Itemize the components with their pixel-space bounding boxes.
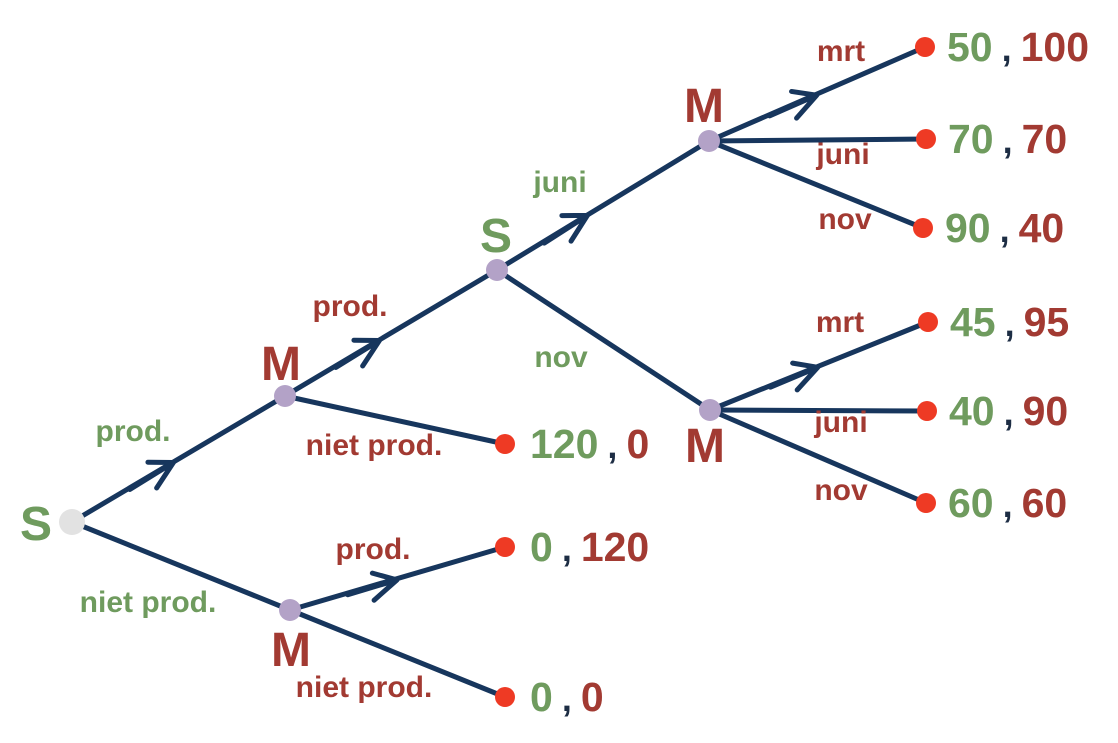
node-label-m-top: M bbox=[684, 80, 724, 133]
payoff-s-value: 40 bbox=[949, 388, 995, 434]
edge-smid-juni bbox=[494, 138, 712, 273]
payoff-120-0: 120,0 bbox=[530, 421, 649, 467]
arrow-icon bbox=[345, 570, 400, 603]
node-label-m-bottom: M bbox=[271, 624, 311, 677]
arrow-icon bbox=[767, 360, 821, 393]
payoff-s-value: 60 bbox=[948, 480, 994, 526]
leaf-dot-90-40 bbox=[913, 218, 933, 238]
edge-label-mbottom-prod: prod. bbox=[336, 533, 411, 566]
payoff-s-value: 120 bbox=[530, 421, 598, 467]
arrow-icon bbox=[541, 212, 590, 246]
payoff-m-value: 40 bbox=[1019, 205, 1065, 251]
payoff-m-value: 70 bbox=[1022, 116, 1068, 162]
payoff-m-value: 120 bbox=[581, 524, 649, 570]
payoff-separator: , bbox=[562, 528, 572, 569]
payoff-separator: , bbox=[1002, 28, 1012, 69]
payoff-0-120: 0,120 bbox=[530, 524, 649, 570]
arrow-icon bbox=[767, 88, 820, 121]
payoff-separator: , bbox=[1000, 209, 1010, 250]
node-label-m-right: M bbox=[685, 420, 725, 473]
edge-label-mright-mrt: mrt bbox=[816, 306, 864, 339]
edge-label-root-prod: prod. bbox=[96, 415, 171, 448]
arrow-icon bbox=[127, 459, 176, 492]
payoff-50-100: 50,100 bbox=[947, 24, 1089, 70]
payoff-40-90: 40,90 bbox=[949, 388, 1068, 434]
edge-label-mtop-juni: juni bbox=[815, 138, 869, 171]
node-m-bottom bbox=[279, 599, 301, 621]
leaf-dot-0-120 bbox=[495, 537, 515, 557]
edge-label-mbottom-niet-prod: niet prod. bbox=[296, 671, 433, 704]
edge-mleft-niet-prod bbox=[282, 393, 508, 447]
payoff-90-40: 90,40 bbox=[945, 205, 1064, 251]
edge-label-mleft-prod: prod. bbox=[313, 290, 388, 323]
edge-label-mtop-mrt: mrt bbox=[817, 35, 865, 68]
payoff-45-95: 45,95 bbox=[950, 299, 1069, 345]
payoff-m-value: 95 bbox=[1024, 299, 1070, 345]
edge-mright-nov bbox=[707, 407, 929, 506]
edge-smid-nov bbox=[494, 267, 713, 413]
edge-mtop-nov bbox=[706, 138, 926, 231]
edge-label-mright-nov: nov bbox=[814, 474, 868, 507]
edge-mright-juni bbox=[707, 407, 930, 414]
payoff-m-value: 0 bbox=[626, 421, 649, 467]
leaf-dot-60-60 bbox=[916, 493, 936, 513]
node-s-root bbox=[59, 509, 85, 535]
node-m-right bbox=[699, 399, 721, 421]
edge-label-root-niet-prod: niet prod. bbox=[80, 586, 217, 619]
payoff-separator: , bbox=[1004, 392, 1014, 433]
leaf-dot-50-100 bbox=[915, 37, 935, 57]
payoff-m-value: 0 bbox=[581, 674, 604, 720]
leaf-dot-45-95 bbox=[918, 312, 938, 332]
payoff-60-60: 60,60 bbox=[948, 480, 1067, 526]
leaf-dot-40-90 bbox=[917, 401, 937, 421]
node-m-left bbox=[274, 385, 296, 407]
leaf-dot-70-70 bbox=[916, 129, 936, 149]
payoff-separator: , bbox=[1003, 120, 1013, 161]
leaf-dot-0-0 bbox=[495, 687, 515, 707]
payoff-70-70: 70,70 bbox=[948, 116, 1067, 162]
payoff-0-0: 0,0 bbox=[530, 674, 604, 720]
payoff-m-value: 60 bbox=[1022, 480, 1068, 526]
payoff-m-value: 90 bbox=[1023, 388, 1069, 434]
edge-label-mright-juni: juni bbox=[813, 406, 867, 439]
edge-mtop-juni bbox=[706, 136, 929, 144]
node-m-top bbox=[698, 130, 720, 152]
edge-label-mtop-nov: nov bbox=[818, 203, 872, 236]
payoff-separator: , bbox=[607, 425, 617, 466]
payoff-s-value: 0 bbox=[530, 524, 553, 570]
edge-mleft-prod bbox=[282, 267, 500, 399]
node-s-mid bbox=[486, 259, 508, 281]
edge-label-smid-juni: juni bbox=[532, 166, 586, 199]
payoff-s-value: 90 bbox=[945, 205, 991, 251]
payoff-s-value: 50 bbox=[947, 24, 993, 70]
payoff-s-value: 45 bbox=[950, 299, 996, 345]
edge-root-niet-prod bbox=[69, 519, 293, 613]
payoff-m-value: 100 bbox=[1021, 24, 1089, 70]
edge-mbottom-niet-prod bbox=[287, 607, 508, 700]
arrow-icon bbox=[333, 337, 382, 370]
node-label-s-mid: S bbox=[480, 210, 512, 263]
edge-label-mleft-niet-prod: niet prod. bbox=[306, 429, 443, 462]
edge-root-prod bbox=[69, 393, 288, 525]
payoff-separator: , bbox=[1003, 484, 1013, 525]
node-label-m-left: M bbox=[261, 338, 301, 391]
node-label-s-root: S bbox=[20, 498, 52, 551]
payoff-s-value: 0 bbox=[530, 674, 553, 720]
payoff-separator: , bbox=[1005, 303, 1015, 344]
edge-label-smid-nov: nov bbox=[534, 341, 588, 374]
payoff-s-value: 70 bbox=[948, 116, 994, 162]
payoff-separator: , bbox=[562, 678, 572, 719]
leaf-dot-120-0 bbox=[495, 434, 515, 454]
